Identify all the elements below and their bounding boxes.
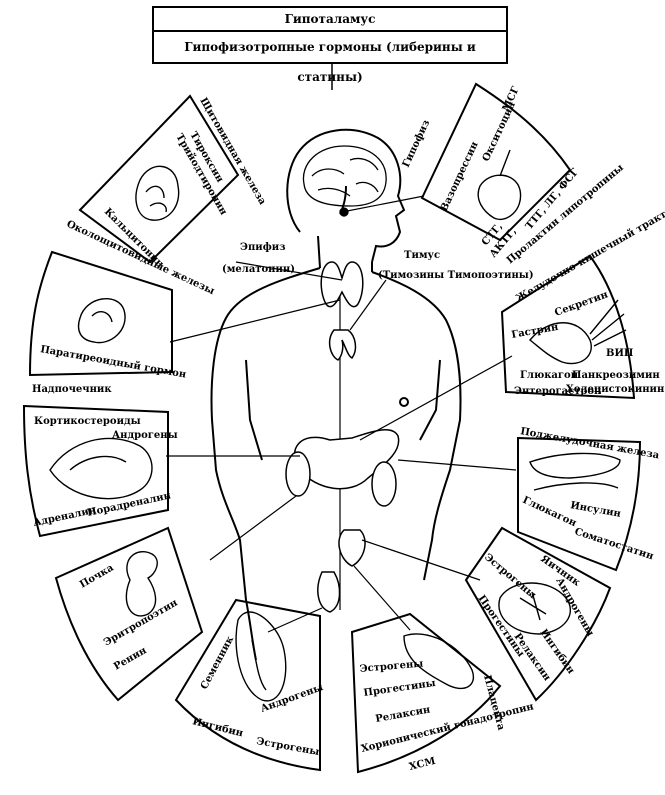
segment-adrenal	[22, 404, 169, 538]
line-ovary	[361, 539, 481, 581]
hypothalamus-header: Гипоталамус Гипофизотропные гормоны (либ…	[152, 6, 508, 84]
left-kidney	[285, 451, 311, 497]
hypothalamus-title: Гипоталамус	[154, 8, 506, 32]
thymus-gland	[328, 329, 357, 361]
segment-pituitary	[420, 82, 572, 242]
placenta-illustration	[403, 633, 475, 689]
neck-outline	[317, 235, 373, 272]
ovary-illustration	[498, 582, 572, 635]
hypophysis-label: Гипофиз	[401, 118, 433, 169]
head-outline	[286, 128, 406, 263]
gi-h3: ВИП	[606, 348, 633, 359]
adrenal-h2: Андрогены	[112, 430, 178, 441]
line-parathyroid	[169, 299, 341, 343]
kidney-illustration	[125, 551, 158, 617]
thymus-label: Тимус	[404, 250, 440, 261]
epiphysis-label: Эпифиз	[240, 242, 286, 253]
pituitary-illustration	[477, 149, 522, 221]
pancreas-illustration	[529, 452, 621, 491]
parathyroid-illustration	[77, 297, 126, 344]
connector-lines	[166, 195, 517, 633]
line-epiphysis	[235, 261, 343, 281]
line-testis	[267, 607, 323, 633]
gi-h7: Холецистокинин	[566, 384, 664, 395]
wheel-segments	[22, 82, 642, 774]
segment-thyroid	[78, 94, 240, 264]
segment-illustrations	[49, 149, 627, 702]
segment-kidney	[54, 526, 204, 702]
line-gi	[359, 355, 513, 441]
segment-parathyroid	[28, 250, 173, 377]
adrenal-title: Надпочечник	[32, 384, 112, 395]
torso-right-outline	[371, 271, 462, 581]
body-figure	[210, 128, 462, 661]
testis-body	[317, 571, 341, 613]
line-pituitary	[341, 195, 425, 213]
gi-h5: Панкреозимин	[572, 370, 660, 381]
line-thymus	[349, 279, 387, 331]
brain-illustration	[302, 145, 387, 217]
gi-h6: Энтерогастрон	[514, 386, 601, 397]
epiphysis-hormone-label: (мелатонин)	[222, 264, 295, 275]
arm-left-outline	[245, 359, 263, 461]
uterus	[338, 529, 366, 567]
gi-illustration	[529, 299, 627, 365]
line-placenta	[353, 565, 411, 631]
thyroid-illustration	[135, 165, 180, 221]
placenta-h5: ХСМ	[408, 756, 437, 773]
thyroid-gland	[320, 261, 364, 308]
gi-h4: Глюкагон	[520, 370, 578, 381]
segment-placenta	[350, 612, 502, 774]
adrenal-h1: Кортикостероиды	[34, 416, 141, 427]
segment-gi	[500, 254, 636, 400]
arm-right-outline	[419, 359, 441, 441]
neck-glands	[320, 261, 364, 361]
line-kidney	[209, 495, 297, 561]
abdominal-organs	[285, 429, 400, 613]
segment-testis	[174, 598, 321, 772]
line-pancreas	[397, 459, 517, 471]
hypothalamus-subtitle: Гипофизотропные гормоны (либерины и стат…	[184, 40, 476, 84]
torso-left-outline	[210, 267, 321, 661]
adrenal-illustration	[49, 437, 153, 500]
thymus-hormones-label: (Тимозины Тимопоэтины)	[378, 270, 534, 281]
right-kidney	[371, 461, 397, 507]
testis-illustration	[235, 611, 287, 702]
nipple	[399, 397, 409, 407]
